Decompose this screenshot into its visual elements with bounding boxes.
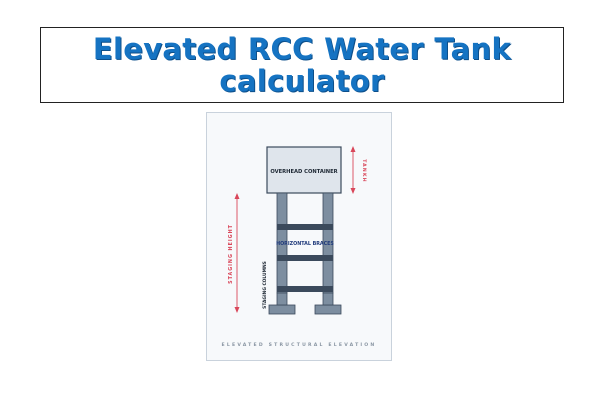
horizontal-brace-2 [277, 255, 333, 261]
horizontal-brace-1 [277, 224, 333, 230]
container-label: OVERHEAD CONTAINER [270, 169, 337, 175]
diagram-caption: ELEVATED STRUCTURAL ELEVATION [222, 342, 377, 348]
braces-label: HORIZONTAL BRACES [276, 241, 334, 247]
page-title-line-2: calculator [219, 64, 385, 98]
overhead-container [266, 146, 342, 194]
footing-right [314, 304, 342, 315]
footing-left [268, 304, 296, 315]
horizontal-brace-3 [277, 286, 333, 292]
staging-height-label: STAGING HEIGHT [228, 224, 234, 284]
elevation-diagram: OVERHEAD CONTAINER TANKH HORIZONTAL BRAC… [206, 112, 392, 361]
page-title-line-1: Elevated RCC Water Tank [92, 32, 512, 66]
staging-height-arrow-bottom [234, 307, 240, 313]
staging-height-arrow-top [234, 193, 240, 199]
columns-label: STAGING COLUMNS [262, 261, 268, 309]
elevation-drawing: OVERHEAD CONTAINER TANKH HORIZONTAL BRAC… [222, 146, 377, 348]
tank-height-arrow-top [350, 146, 356, 152]
tank-height-label: TANKH [361, 159, 367, 183]
column-stub-left [276, 292, 288, 306]
title-banner: Elevated RCC Water Tank calculator [40, 27, 564, 103]
tank-height-arrow-bottom [350, 188, 356, 194]
column-stub-right [322, 292, 334, 306]
